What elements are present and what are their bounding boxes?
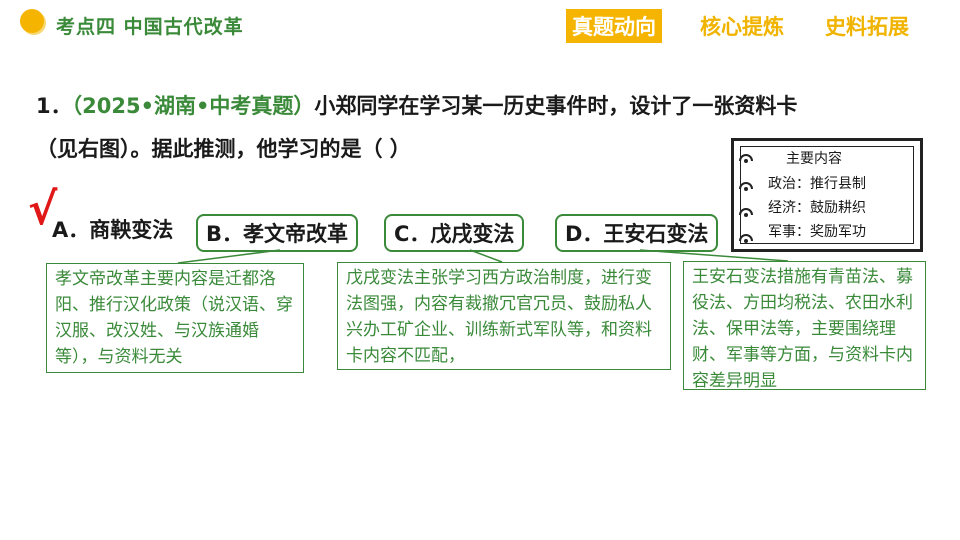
ring-binder-icon	[739, 208, 753, 217]
question-source: （2025•湖南•中考真题）	[71, 94, 315, 118]
option-a[interactable]: A．商鞅变法	[52, 218, 174, 242]
card-row-military: 军事：奖励军功	[768, 224, 866, 240]
explanation-b: 孝文帝改革主要内容是迁都洛阳、推行汉化政策（说汉语、穿汉服、改汉姓、与汉族通婚等…	[46, 263, 304, 373]
tab-core-summary[interactable]: 核心提炼	[700, 15, 784, 39]
question-line-2: （见右图）。据此推测，他学习的是（ ）	[36, 137, 411, 161]
question-text-1: 小郑同学在学习某一历史事件时，设计了一张资料卡	[314, 94, 798, 118]
card-row-economy: 经济：鼓励耕织	[768, 200, 866, 216]
correct-answer-check-icon: √	[28, 184, 58, 235]
topic-title: 考点四 中国古代改革	[56, 16, 244, 38]
card-row-politics: 政治：推行县制	[768, 176, 866, 192]
ring-binder-icon	[739, 154, 753, 163]
card-title: 主要内容	[786, 151, 842, 167]
title-bullet-dot	[20, 9, 44, 33]
info-card-frame	[740, 146, 914, 244]
connector-d	[639, 249, 789, 262]
explanation-c: 戊戌变法主张学习西方政治制度，进行变法图强，内容有裁撤冗官冗员、鼓励私人兴办工矿…	[337, 262, 671, 370]
info-card: 主要内容 政治：推行县制 经济：鼓励耕织 军事：奖励军功	[731, 138, 923, 252]
tab-real-questions[interactable]: 真题动向	[566, 9, 662, 43]
connector-c	[469, 249, 503, 263]
connector-b	[177, 249, 281, 264]
question-number: 1．	[36, 94, 72, 118]
question-line-1: 1．（2025•湖南•中考真题）小郑同学在学习某一历史事件时，设计了一张资料卡	[36, 90, 797, 120]
ring-binder-icon	[739, 234, 753, 243]
option-c[interactable]: C．戊戌变法	[384, 214, 525, 252]
tab-historical-materials[interactable]: 史料拓展	[825, 15, 909, 39]
explanation-d: 王安石变法措施有青苗法、募役法、方田均税法、农田水利法、保甲法等，主要围绕理财、…	[683, 261, 926, 391]
ring-binder-icon	[739, 182, 753, 191]
option-d[interactable]: D．王安石变法	[555, 214, 719, 252]
